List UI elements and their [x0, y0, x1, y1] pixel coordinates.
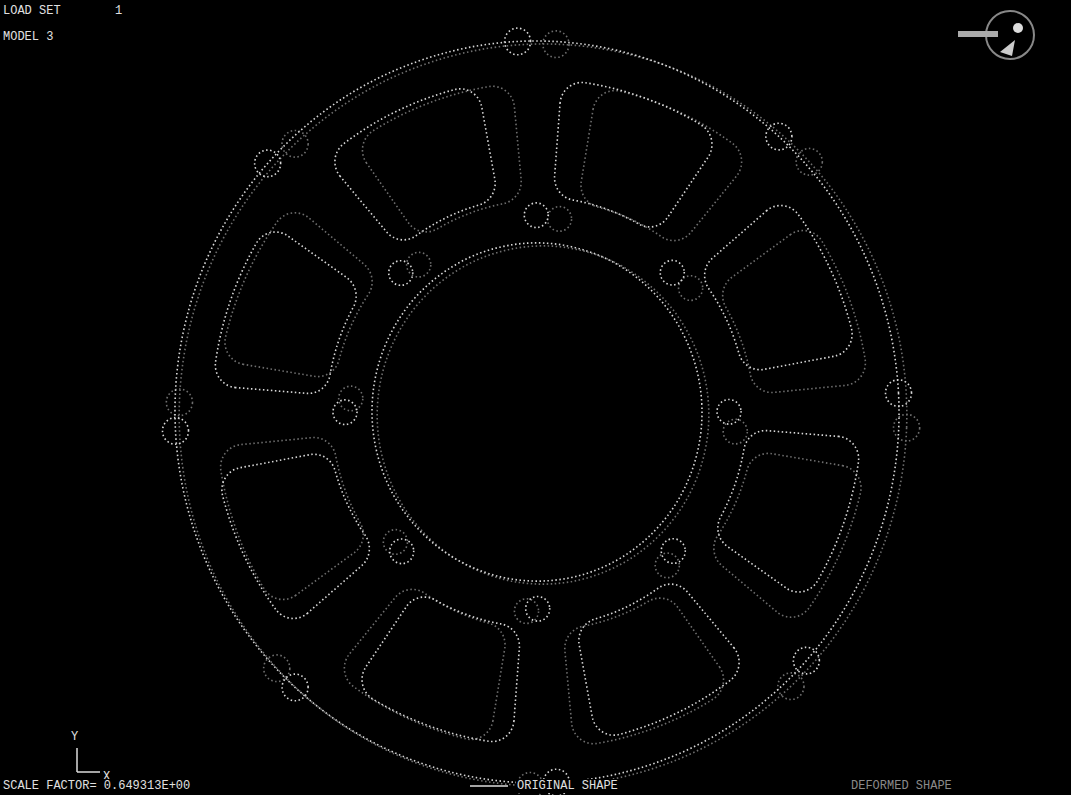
pocket-cutout: [342, 587, 507, 740]
pocket-cutout: [701, 202, 854, 372]
axis-triad: [77, 748, 100, 772]
bolt-hole: [655, 553, 680, 578]
pocket-cutout: [550, 76, 717, 232]
original-shape: [142, 9, 931, 795]
bolt-hole: [777, 672, 804, 700]
axis-label: Y: [70, 730, 79, 744]
bolt-hole: [406, 252, 431, 277]
legend-text: DEFORMED SHAPE: [850, 779, 953, 793]
pocket-cutout: [209, 228, 362, 398]
bolt-hole: [678, 275, 703, 300]
bolt-hole: [793, 647, 820, 675]
pocket-cutout: [719, 228, 870, 396]
pocket-cutout: [579, 89, 744, 242]
outer-rim: [166, 31, 919, 795]
inner-bore: [371, 240, 714, 590]
pocket-cutout: [358, 592, 525, 748]
legend-text: ORIGINAL SHAPE: [516, 779, 619, 793]
bolt-hole: [281, 673, 308, 701]
pocket-cutout: [220, 452, 373, 622]
pocket-cutout: [360, 82, 525, 235]
pocket-cutout: [331, 87, 498, 243]
bolt-hole: [162, 417, 189, 445]
bolt-hole: [885, 379, 912, 407]
bolt-hole: [254, 149, 281, 177]
bolt-hole: [893, 414, 920, 442]
pocket-cutout: [216, 434, 367, 602]
bolt-hole: [524, 202, 549, 228]
header-text: 1: [114, 4, 123, 18]
bolt-hole: [388, 260, 413, 286]
deformed-shape: [153, 18, 933, 795]
pocket-cutout: [224, 210, 375, 378]
inner-bore: [363, 234, 710, 589]
bolt-hole: [542, 30, 569, 58]
bolt-hole: [332, 399, 357, 425]
bolt-hole: [796, 148, 823, 176]
scale-factor: SCALE FACTOR= 0.649313E+00: [2, 779, 191, 793]
legend-line-sample: [470, 785, 508, 787]
bolt-hole: [389, 538, 414, 564]
bolt-hole: [504, 27, 531, 55]
pocket-cutout: [713, 426, 866, 596]
bolt-hole: [383, 529, 408, 554]
bolt-hole: [166, 389, 193, 417]
bolt-hole: [547, 206, 572, 231]
pocket-cutout: [712, 452, 863, 620]
outer-rim: [156, 23, 918, 795]
bolt-hole: [282, 130, 309, 158]
bolt-hole: [660, 260, 685, 286]
header-text: MODEL 3: [2, 30, 54, 44]
logo-icon: [958, 11, 1034, 59]
pocket-cutout: [576, 581, 743, 737]
bolt-hole: [514, 598, 539, 623]
bolt-hole: [338, 386, 363, 411]
bolt-hole: [765, 123, 792, 151]
bolt-hole: [661, 538, 686, 564]
header-text: LOAD SET: [2, 4, 62, 18]
bolt-hole: [525, 596, 550, 622]
bolt-hole: [716, 399, 741, 425]
pocket-cutout: [561, 595, 726, 748]
